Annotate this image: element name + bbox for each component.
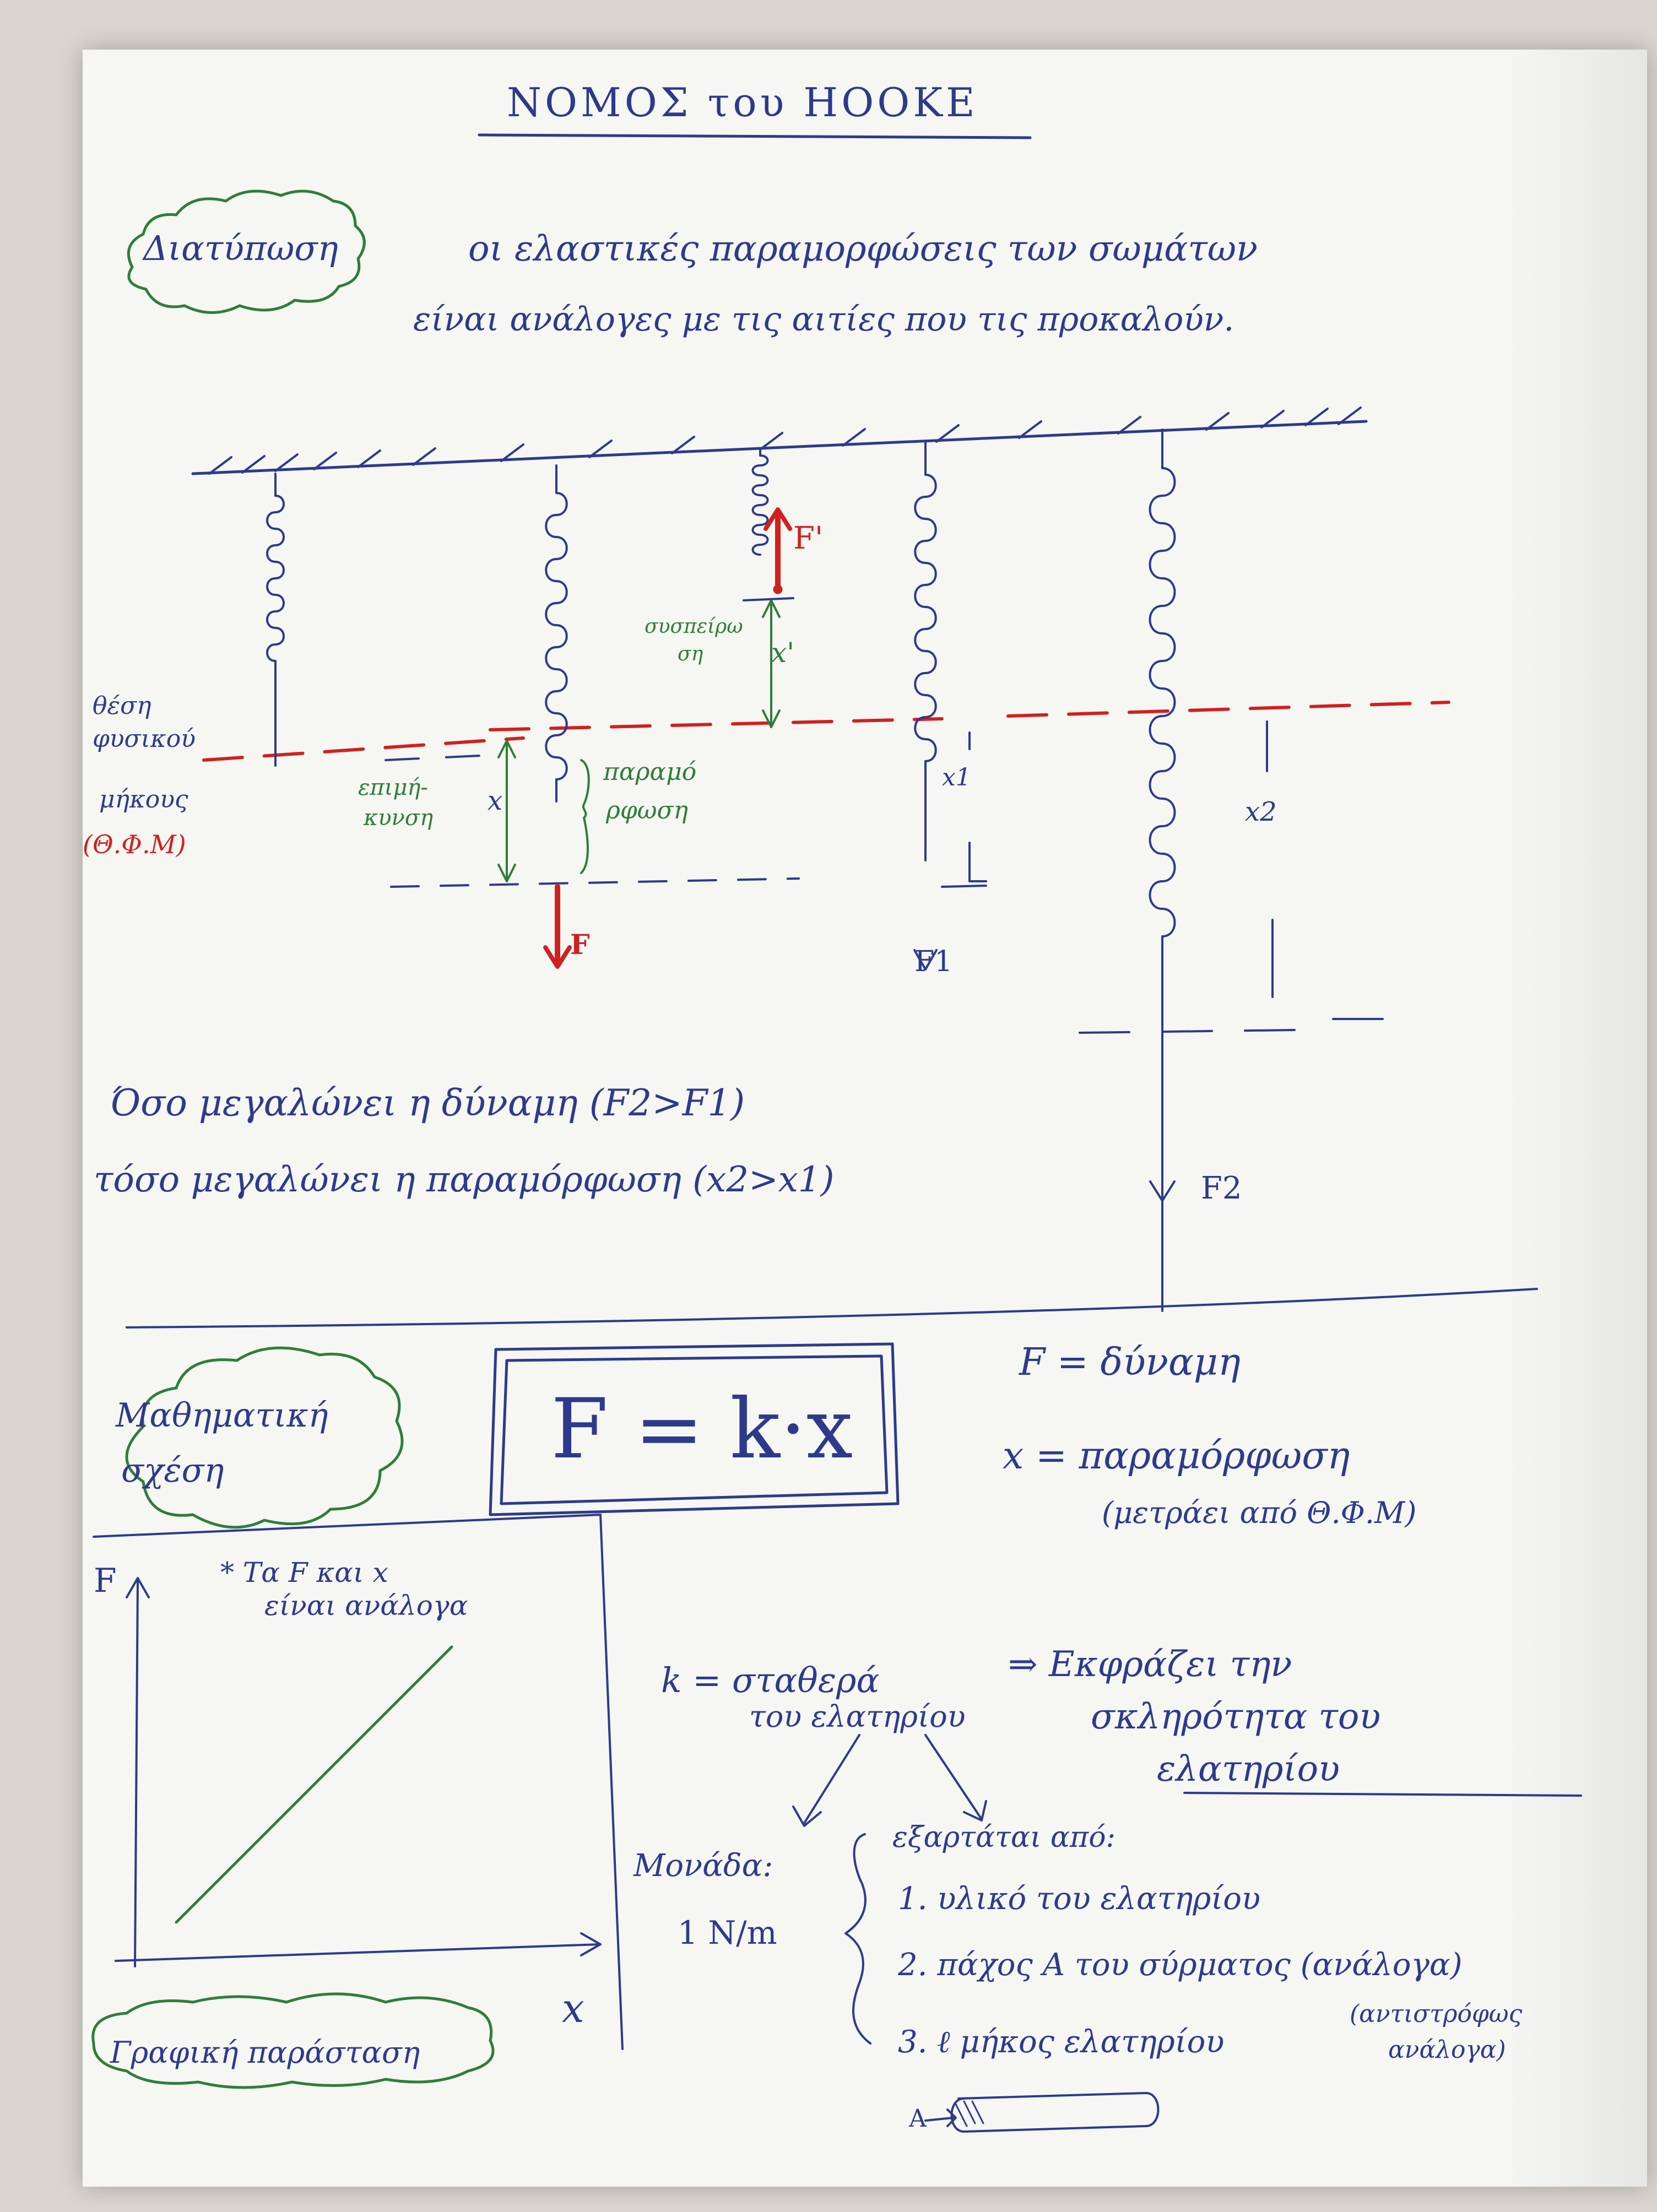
depends-item-3: 3. ℓ μήκος ελατηρίου	[898, 2024, 1225, 2060]
spring-5	[1149, 429, 1176, 1312]
formula-box	[489, 1342, 900, 1516]
k-expresses-3: ελατηρίου	[1157, 1749, 1340, 1790]
graph-axis-x	[115, 1943, 602, 1962]
graph-caption-cloud	[91, 1992, 495, 2089]
graph-axis-y	[134, 1580, 139, 1967]
unit-label: Μονάδα:	[633, 1848, 773, 1884]
spring-3	[751, 449, 769, 556]
depends-item-3-note-2: ανάλογα)	[1388, 2036, 1506, 2064]
compression-x-prime-label: x'	[771, 637, 794, 669]
wire-sketch	[950, 2092, 1160, 2133]
depends-item-2: 2. πάχος A του σύρματος (ανάλογα)	[898, 1947, 1463, 1983]
graph-note-2: είναι ανάλογα	[264, 1590, 468, 1622]
k-definition-2: του ελατηρίου	[749, 1699, 966, 1734]
elongation-label-1: επιμή-	[358, 775, 428, 800]
spring-2	[545, 464, 568, 803]
section-divider	[126, 1288, 1538, 1329]
deformation-label-2: ρφωση	[606, 796, 688, 825]
graph-x-label: x	[562, 1985, 584, 2031]
definition-label: Διατύπωση	[143, 228, 338, 268]
natural-length-label-1: θέση	[93, 692, 151, 720]
conclusion-line-2: τόσο μεγαλώνει η παραμόρφωση (x2>x1)	[94, 1159, 835, 1200]
definition-x-note: (μετράει από Θ.Φ.Μ)	[1102, 1495, 1417, 1530]
natural-length-label-2: φυσικού	[93, 725, 196, 753]
notebook-page: ΝΟΜΟΣ του HOOKE Διατύπωση οι ελαστικές π…	[83, 50, 1647, 2187]
natural-length-abbr: (Θ.Φ.Μ)	[83, 829, 186, 859]
compression-label-2: ση	[678, 643, 703, 665]
definition-cloud	[127, 189, 366, 314]
k-expresses-1: ⇒ Εκφράζει την	[1008, 1644, 1292, 1685]
force-F1-label: F1	[914, 945, 953, 978]
dependency-brace	[844, 1833, 871, 2045]
force-F-prime-label: F'	[793, 521, 824, 556]
math-cloud	[125, 1346, 404, 1529]
math-cloud-label-2: σχέση	[121, 1451, 224, 1490]
definition-line-2: είναι ανάλογες με τις αιτίες που τις προ…	[413, 300, 1234, 339]
title-underline	[478, 133, 1032, 139]
deformation-brace	[580, 759, 590, 874]
k-definition-1: k = σταθερά	[661, 1660, 880, 1700]
page-title: ΝΟΜΟΣ του HOOKE	[507, 79, 978, 126]
x1-label: x1	[942, 763, 971, 791]
natural-length-line	[202, 701, 1450, 762]
ceiling-line	[191, 420, 1368, 475]
math-cloud-label-1: Μαθηματική	[116, 1396, 328, 1435]
deformation-label-1: παραμό	[603, 758, 697, 786]
ceiling-hatching	[208, 406, 1362, 475]
spring-4	[914, 441, 937, 861]
elongation-x-label: x	[488, 785, 503, 816]
page-shadow	[1504, 50, 1647, 2187]
definition-x: x = παραμόρφωση	[1003, 1434, 1350, 1478]
conclusion-line-1: Όσο μεγαλώνει η δύναμη (F2>F1)	[110, 1082, 745, 1124]
elongation-label-2: κυνση	[364, 805, 434, 831]
unit-value: 1 N/m	[678, 1914, 777, 1951]
depends-item-3-note-1: (αντιστρόφως	[1350, 2000, 1523, 2028]
k-expresses-2: σκληρότητα του	[1091, 1696, 1381, 1737]
wire-area-label: A	[909, 2105, 927, 2133]
graph-caption: Γραφική παράσταση	[110, 2035, 420, 2070]
definition-F: F = δύναμη	[1019, 1341, 1241, 1384]
definition-line-1: οι ελαστικές παραμορφώσεις των σωμάτων	[468, 229, 1258, 269]
natural-length-label-3: μήκους	[99, 785, 188, 814]
depends-label: εξαρτάται από:	[892, 1821, 1116, 1854]
hooke-diagram-drawing	[91, 133, 1582, 2133]
x2-label: x2	[1245, 796, 1277, 827]
force-F2-label: F2	[1201, 1170, 1242, 1206]
graph-y-label: F	[94, 1562, 117, 1600]
force-F-label: F	[570, 928, 590, 961]
depends-item-1: 1. υλικό του ελατηρίου	[898, 1881, 1261, 1917]
graph-line	[175, 1645, 453, 1924]
formula: F = k·x	[551, 1381, 853, 1477]
compression-label-1: συσπείρω	[645, 615, 743, 638]
graph-note-1: * Τα F και x	[220, 1557, 388, 1588]
spring-1	[266, 473, 285, 767]
